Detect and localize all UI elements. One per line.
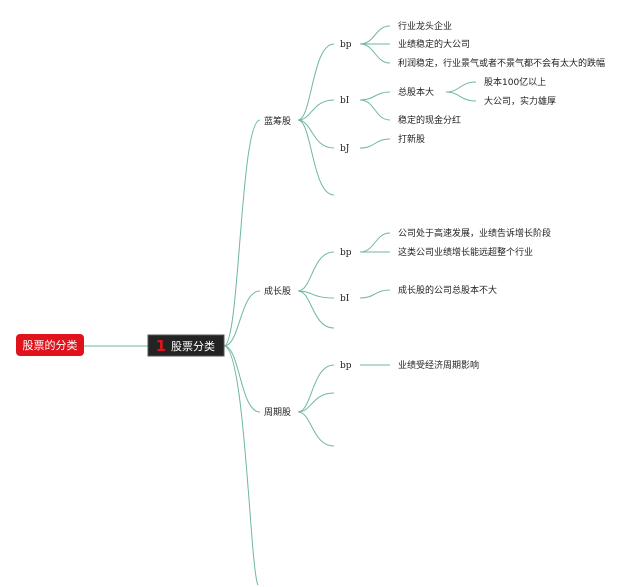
main-number: 1 [156, 337, 166, 355]
connectors [84, 25, 477, 586]
leaf-item[interactable]: 成长股的公司总股本不大 [398, 284, 497, 296]
edge-cat1-g2 [297, 99, 335, 121]
sub-item[interactable]: 股本100亿以上 [484, 76, 546, 88]
leaf-item[interactable]: 稳定的现金分红 [398, 114, 461, 126]
leaf-item[interactable]: 打新股 [398, 133, 425, 145]
leaf-item[interactable]: 行业龙头企业 [398, 20, 452, 32]
edge-cat1-g1 [297, 43, 335, 121]
leaf-item[interactable]: 总股本大 [398, 86, 434, 98]
edge-c1g2-i1 [359, 91, 391, 101]
category-label-cyclical[interactable]: 周期股 [264, 407, 291, 418]
group-tag: bI [340, 96, 350, 106]
sub-item[interactable]: 大公司，实力雄厚 [484, 95, 556, 107]
edge-c2g1-i1 [359, 232, 391, 253]
category-label-growth[interactable]: 成长股 [264, 285, 291, 297]
edge-cat2-empty [297, 290, 335, 329]
edge-c2g2-i1 [359, 289, 391, 299]
edge-c1g2-sub1 [445, 81, 477, 93]
leaf-item[interactable]: 这类公司业绩增长能远超整个行业 [398, 246, 533, 258]
group-tag: bp [340, 40, 352, 50]
group-tag: bJ [340, 144, 350, 154]
leaf-item[interactable]: 业绩受经济周期影响 [398, 359, 479, 371]
group-tag: bp [340, 248, 352, 258]
edge-c1g2-sub2 [445, 91, 477, 102]
edge-main-cat-3 [223, 345, 261, 413]
group-tag: bp [340, 361, 352, 371]
edge-c1g3-i1 [359, 138, 391, 149]
edge-c1g1-i1 [359, 25, 391, 45]
category-label-bluechip[interactable]: 蓝筹股 [264, 115, 291, 127]
edge-main-cat-2 [223, 290, 261, 347]
main-node[interactable]: 1 股票分类 [147, 334, 225, 357]
leaf-item[interactable]: 业绩稳定的大公司 [398, 38, 470, 50]
leaf-item[interactable]: 利润稳定，行业景气或者不景气都不会有太大的跌幅 [398, 57, 605, 69]
edge-c1g1-i3 [359, 43, 391, 64]
edge-main-cat-1 [223, 119, 261, 347]
group-tag: bI [340, 294, 350, 304]
root-label: 股票的分类 [23, 338, 78, 352]
edge-main-empty [223, 345, 259, 586]
edge-cat2-g1 [297, 251, 335, 292]
edge-c1g2-i2 [359, 99, 391, 121]
edge-cat3-g1 [297, 364, 335, 413]
edge-cat2-g2 [297, 290, 335, 299]
edge-cat3-empty2 [297, 411, 335, 447]
edge-cat3-empty1 [297, 392, 335, 413]
root-node[interactable]: 股票的分类 [16, 334, 84, 356]
edge-cat1-empty [297, 119, 335, 196]
main-label: 股票分类 [171, 339, 215, 353]
leaf-item[interactable]: 公司处于高速发展，业绩告诉增长阶段 [398, 227, 551, 239]
